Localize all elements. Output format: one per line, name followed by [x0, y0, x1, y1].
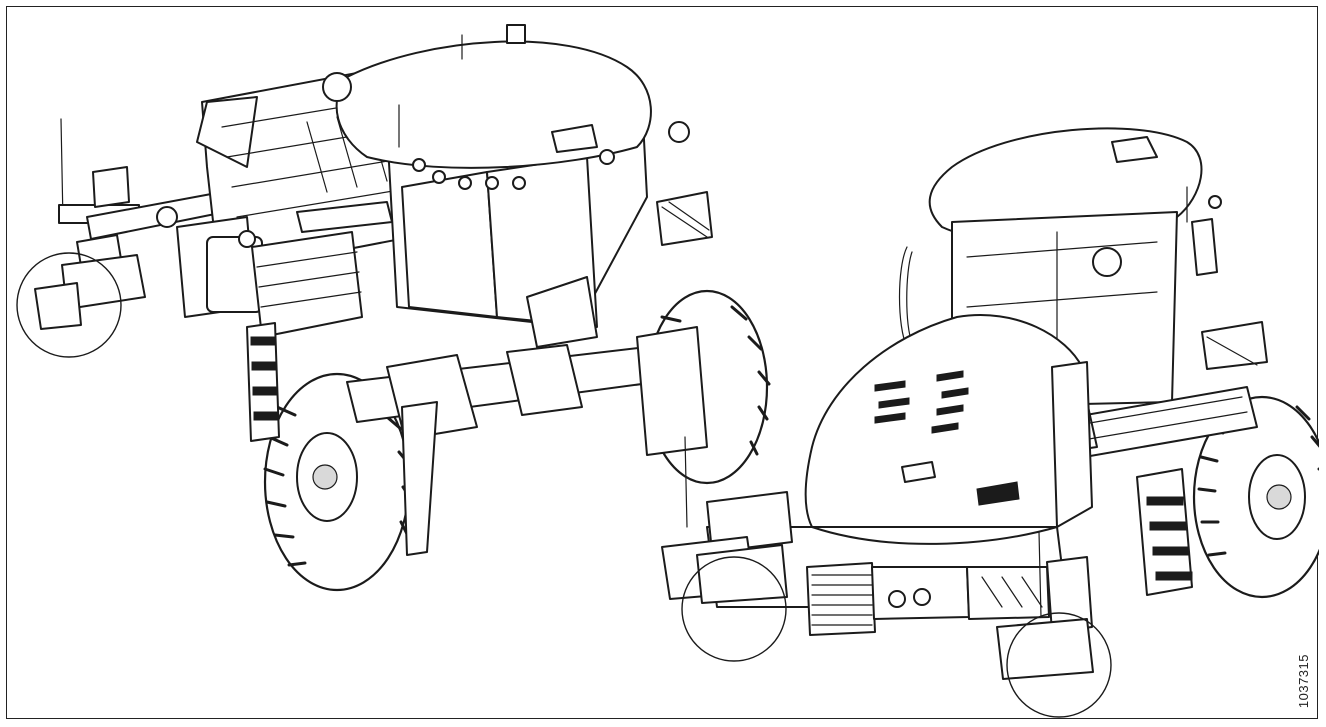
windrower-rear-view	[16, 24, 771, 592]
right-machine-left-sensor-arm	[661, 436, 793, 662]
left-sensor-arm	[16, 118, 226, 358]
figure-frame: 1037315	[6, 6, 1319, 719]
illustration	[16, 24, 1319, 718]
windrower-front-view	[661, 127, 1319, 718]
right-machine-right-tire	[1192, 395, 1319, 599]
left-machine-rear-left-tire	[263, 372, 413, 592]
figure-number: 1037315	[1296, 653, 1311, 708]
right-machine-right-sensor-arm	[996, 531, 1112, 718]
